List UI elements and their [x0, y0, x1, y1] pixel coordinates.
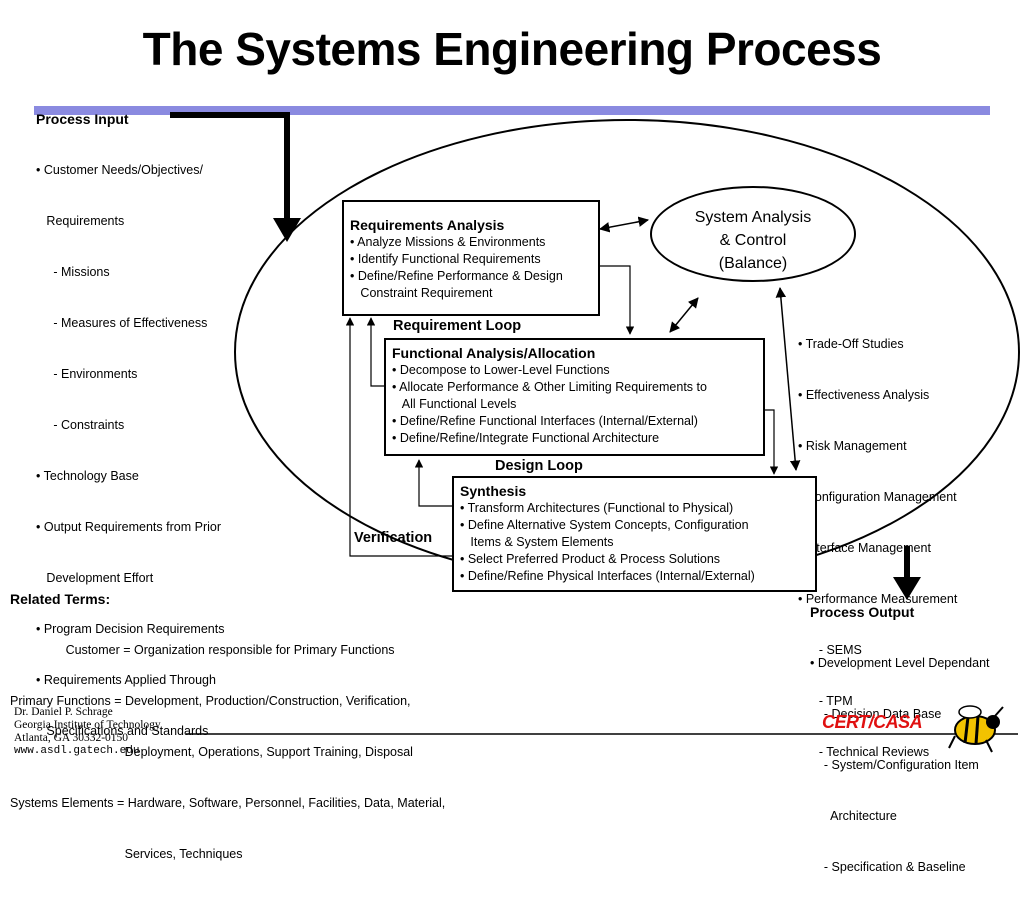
requirements-analysis-line: • Identify Functional Requirements: [350, 252, 541, 266]
process-input-line: • Program Decision Requirements: [36, 622, 225, 636]
related-terms-heading: Related Terms:: [10, 591, 111, 607]
footer-institution: Georgia Institute of Technology: [14, 719, 161, 731]
system-analysis-item: • Performance Measurement: [798, 592, 958, 606]
design-loop-arrow: [414, 459, 452, 507]
process-input-list: • Customer Needs/Objectives/ Requirement…: [36, 128, 224, 774]
system-analysis-label: & Control: [719, 232, 787, 249]
design-loop-label: Design Loop: [495, 458, 583, 474]
system-analysis-item: • Interface Management: [798, 541, 931, 555]
fa-sa-arrow: [669, 297, 699, 333]
footer-address: Atlanta, GA 30332-0150: [14, 732, 129, 744]
process-input-line: - Environments: [36, 367, 138, 381]
synthesis-line: Items & System Elements: [460, 535, 614, 549]
synthesis-line: • Select Preferred Product & Process Sol…: [460, 552, 721, 566]
cert-casa-logo: CERT/CASA: [822, 712, 923, 732]
requirements-analysis-line: Constraint Requirement: [350, 286, 493, 300]
related-terms-line: Systems Elements = Hardware, Software, P…: [10, 796, 446, 810]
process-input-line: - Constraints: [36, 418, 125, 432]
requirements-analysis-box: Requirements Analysis • Analyze Missions…: [342, 200, 600, 316]
bee-mascot-icon: [948, 705, 1004, 753]
functional-analysis-box: Functional Analysis/Allocation • Decompo…: [384, 338, 765, 456]
functional-analysis-line: • Define/Refine/Integrate Functional Arc…: [392, 431, 660, 445]
functional-analysis-line: • Define/Refine Functional Interfaces (I…: [392, 414, 698, 428]
process-output-line: - Decision Data Base: [810, 707, 942, 721]
process-input-heading: Process Input: [36, 111, 129, 127]
syn-sa-arrow: [775, 286, 801, 472]
process-output-heading: Process Output: [810, 604, 915, 620]
verification-loop-arrow: [345, 317, 452, 557]
synthesis-line: • Define/Refine Physical Interfaces (Int…: [460, 569, 755, 583]
system-analysis-ellipse: System Analysis & Control (Balance): [650, 186, 856, 282]
synthesis-line: • Transform Architectures (Functional to…: [460, 501, 734, 515]
functional-analysis-line: • Allocate Performance & Other Limiting …: [392, 380, 707, 394]
synthesis-box: Synthesis • Transform Architectures (Fun…: [452, 476, 817, 592]
system-analysis-item: • Effectiveness Analysis: [798, 388, 930, 402]
system-analysis-item: - Technical Reviews: [798, 745, 930, 759]
system-analysis-item: - TPM: [798, 694, 853, 708]
system-analysis-item: - SEMS: [798, 643, 862, 657]
system-analysis-item: • Trade-Off Studies: [798, 337, 904, 351]
system-analysis-item: • Configuration Management: [798, 490, 957, 504]
process-input-line: Requirements: [36, 214, 125, 228]
process-input-line: • Customer Needs/Objectives/: [36, 163, 203, 177]
functional-analysis-title: Functional Analysis/Allocation: [392, 345, 596, 361]
process-input: Process Input • Customer Needs/Objective…: [36, 110, 224, 774]
process-output: Process Output • Development Level Depen…: [810, 603, 990, 910]
footer-url: www.asdl.gatech.edu: [14, 745, 140, 757]
system-analysis-label: System Analysis: [694, 209, 812, 226]
requirements-analysis-line: • Define/Refine Performance & Design: [350, 269, 563, 283]
footer-credits: Dr. Daniel P. Schrage Georgia Institute …: [14, 706, 161, 758]
process-input-line: - Measures of Effectiveness: [36, 316, 208, 330]
process-output-line: - System/Configuration Item: [810, 758, 979, 772]
related-terms-line: Primary Functions = Development, Product…: [10, 694, 411, 708]
requirements-analysis-title: Requirements Analysis: [350, 217, 505, 233]
system-analysis-item: • Risk Management: [798, 439, 907, 453]
process-input-arrow: [170, 112, 290, 222]
process-input-line: - Missions: [36, 265, 110, 279]
requirement-loop-label: Requirement Loop: [393, 318, 522, 334]
related-terms-line: Deployment, Operations, Support Training…: [10, 745, 413, 759]
related-terms-line: Customer = Organization responsible for …: [10, 643, 395, 657]
requirements-analysis-line: • Analyze Missions & Environments: [350, 235, 546, 249]
functional-analysis-line: All Functional Levels: [392, 397, 517, 411]
ra-fa-arrow: [598, 265, 635, 335]
ra-sa-arrow: [598, 216, 650, 233]
footer-author: Dr. Daniel P. Schrage: [14, 706, 113, 718]
process-output-line: Architecture: [810, 809, 897, 823]
process-input-line: • Requirements Applied Through: [36, 673, 216, 687]
verification-label: Verification: [354, 530, 433, 546]
process-input-line: • Output Requirements from Prior: [36, 520, 221, 534]
synthesis-title: Synthesis: [460, 483, 527, 499]
requirement-loop-arrow: [366, 317, 384, 387]
process-output-line: - Specification & Baseline: [810, 860, 966, 874]
process-input-line: Specifications and Standards: [36, 724, 209, 738]
process-output-line: • Development Level Dependant: [810, 656, 990, 670]
system-analysis-list: • Trade-Off Studies • Effectiveness Anal…: [798, 302, 957, 778]
process-input-line: • Technology Base: [36, 469, 139, 483]
page-title: The Systems Engineering Process: [142, 23, 882, 75]
title-underline-bar: [34, 106, 990, 115]
fa-syn-arrow: [764, 409, 779, 475]
process-input-line: Development Effort: [36, 571, 154, 585]
synthesis-line: • Define Alternative System Concepts, Co…: [460, 518, 749, 532]
functional-analysis-line: • Decompose to Lower-Level Functions: [392, 363, 610, 377]
related-terms-line: Services, Techniques: [10, 847, 243, 861]
system-analysis-label: (Balance): [718, 255, 788, 272]
